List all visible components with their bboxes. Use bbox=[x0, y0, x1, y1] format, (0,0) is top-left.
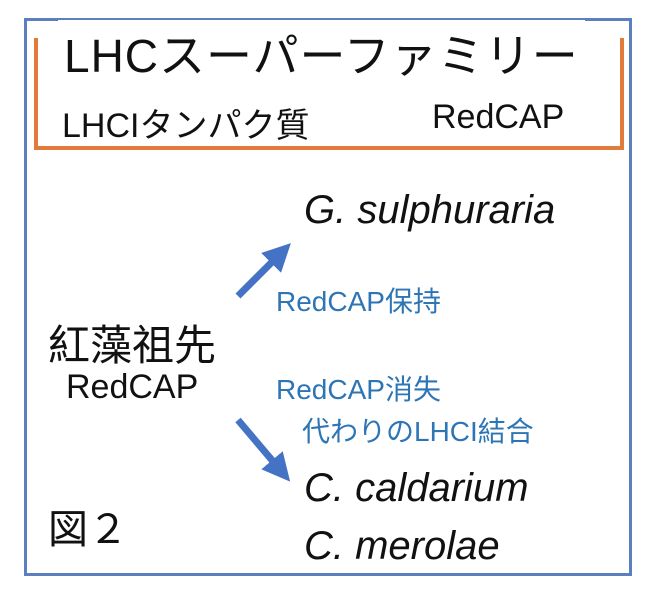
lhci-protein-label: LHCIタンパク質 bbox=[62, 107, 310, 145]
species-c-merolae: C. merolae bbox=[304, 524, 500, 568]
figure-label: 図２ bbox=[48, 507, 128, 552]
ancestor-protein: RedCAP bbox=[66, 368, 199, 406]
species-g-sulphuraria: G. sulphuraria bbox=[304, 188, 556, 232]
annotation-redcap-retained: RedCAP保持 bbox=[276, 286, 441, 317]
lhc-superfamily-bracket bbox=[34, 38, 624, 150]
arrow-up-icon bbox=[235, 243, 291, 299]
annotation-redcap-lost: RedCAP消失 bbox=[276, 374, 441, 405]
species-c-caldarium: C. caldarium bbox=[304, 466, 529, 510]
superfamily-title: LHCスーパーファミリー bbox=[58, 20, 585, 86]
annotation-lhci-binding: 代わりのLHCI結合 bbox=[302, 416, 534, 447]
redcap-label: RedCAP bbox=[432, 98, 565, 136]
arrow-down-icon bbox=[235, 417, 291, 482]
figure-frame bbox=[24, 18, 632, 576]
ancestor-name: 紅藻祖先 bbox=[48, 322, 217, 369]
